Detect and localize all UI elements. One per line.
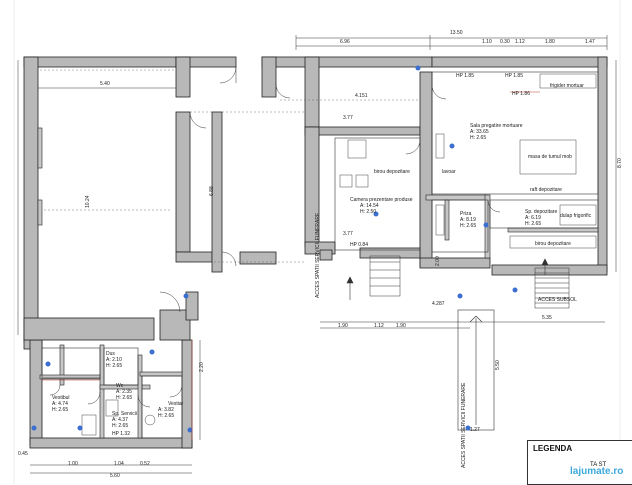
ramp [457,309,495,431]
dim-top-seg-3: 1.12 [515,39,525,45]
room-camera-area: A: 14.54 [360,203,379,209]
room-dus-height: H: 2.65 [106,363,123,369]
level-hp-4: HP 0.84 [350,242,368,248]
dim-side-220: 2.20 [199,362,205,372]
door-swings [49,66,501,408]
room-depozitare-area: A: 6.19 [525,215,541,221]
level-hp-1: HP 1.85 [456,73,474,79]
dim-top-left: 6.96 [340,39,350,45]
dim-hall-depth: 6.88 [209,186,215,196]
room-vestibul-name: Vestibul [52,395,70,401]
room-dus-area: A: 2.10 [106,357,122,363]
room-vestiar-area: A: 3.82 [158,407,174,413]
watermark: lajumate.ro [570,466,624,477]
dim-stair: 4.287 [432,301,445,307]
label-acces-spatii: ACCES SPATII SERVICII FUNERARE [315,212,321,298]
room-servicii-area: A: 4.37 [112,417,128,423]
dashed-lines [40,69,420,263]
dim-corridor: 4.151 [355,93,368,99]
room-vestibul-height: H: 2.65 [52,407,69,413]
dim-top-total: 13.50 [450,30,463,36]
access-arrows [346,258,549,300]
room-camera-height: H: 2.50 [360,209,377,215]
dim-bl-total: 5.60 [110,473,120,479]
room-priza-name: Priza [460,211,472,217]
red-details [42,91,540,440]
room-depozitare-name: Sp. depozitare [525,209,558,215]
legend-box [527,440,632,485]
dim-ramp-length: 1.27 [470,427,480,433]
exterior-walls [23,56,608,449]
room-sala-height: H: 2.65 [470,135,487,141]
legend-title: LEGENDA [533,444,573,453]
dim-side-200: 2.00 [435,256,441,266]
label-lavoar: lavoar [442,169,456,175]
level-hp-2: HP 1.85 [505,73,523,79]
dim-bl-3: 0.52 [140,461,150,467]
room-vestibul-area: A: 4.74 [52,401,68,407]
dim-bottom-3: 1.90 [396,323,406,329]
label-acces-subsol: ACCES SUBSOL [538,297,577,303]
room-camera-name: Camera prezentare produse [350,197,413,203]
room-vestiar-height: H: 2.65 [158,413,175,419]
room-wc-area: A: 2.35 [116,389,132,395]
legend-partial: TA ST [590,462,607,468]
dimension-lines [17,35,617,474]
room-wc-height: H: 2.65 [116,395,133,401]
dim-bottom-2: 1.12 [374,323,384,329]
dim-mid-2: 3.77 [343,231,353,237]
room-sala-area: A: 33.65 [470,129,489,135]
label-birou: birou depozitare [374,169,410,175]
label-raft: raft depozitare [530,187,562,193]
room-servicii-name: Sp. Servicii [112,411,138,417]
dim-right-height: 8.70 [617,158,623,168]
room-outlines [41,71,599,439]
furniture [81,73,597,436]
stairs [369,255,570,309]
room-depozitare-height: H: 2.65 [525,221,542,227]
markers [31,65,518,433]
room-priza-area: A: 8.19 [460,217,476,223]
dim-top-seg-5: 1.47 [585,39,595,45]
label-birou-2: birou depozitare [535,241,571,247]
label-frigider: frigider mortuar [550,83,584,89]
label-acces-bottom: ACCES SPATII SERVICII FUNERARE [461,382,467,468]
room-wc-name: Wc [116,383,124,389]
dim-ramp-slope: 5.50 [495,360,501,370]
dim-side-045: 0.45 [18,451,28,457]
dim-bl-2: 1.04 [114,461,124,467]
room-servicii-height: H: 2.65 [112,423,129,429]
room-dus-name: Dus [106,351,115,357]
dim-bl-1: 1.00 [68,461,78,467]
dim-top-seg-2: 0.30 [500,39,510,45]
dim-top-seg-1: 1.10 [482,39,492,45]
dim-top-seg-4: 1.80 [545,39,555,45]
label-masa: masa de tumul mob [528,154,572,160]
label-dulap: dulap frigorific [560,213,592,219]
dim-right-bottom: 5.35 [542,315,552,321]
dim-bottom-1: 1.90 [338,323,348,329]
dim-hall-width: 5.40 [100,81,110,87]
room-sala-name: Sala pregatire mortuare [470,123,523,129]
room-priza-height: H: 2.65 [460,223,477,229]
level-hp-5: HP 1.32 [112,431,130,437]
room-vestiar-name: Vestiar [168,401,184,407]
dim-mid: 3.77 [343,115,353,121]
dim-hall-height: 10.24 [85,195,91,208]
level-hp-3: HP 1.86 [512,91,530,97]
